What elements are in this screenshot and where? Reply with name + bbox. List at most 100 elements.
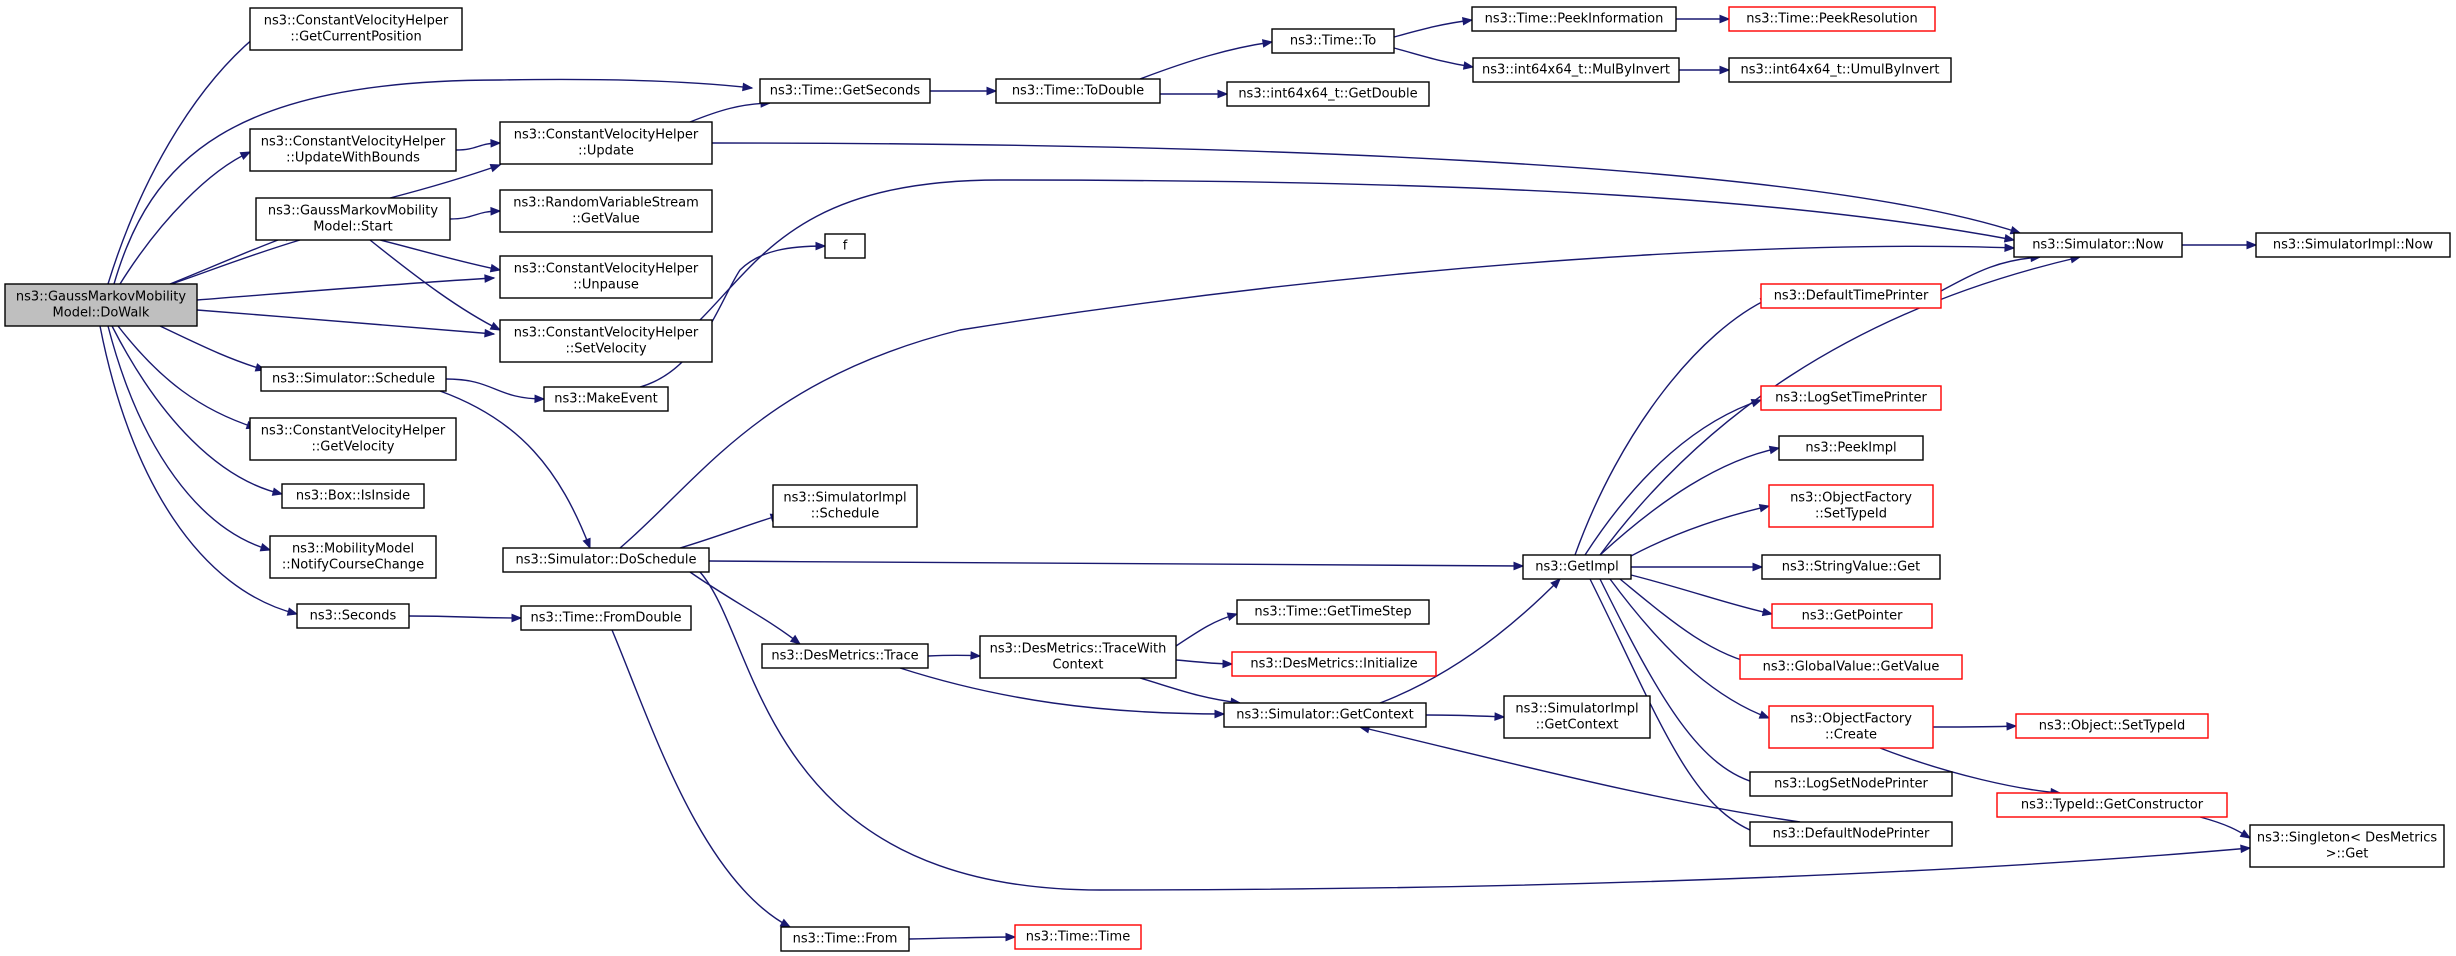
node-mulbyinv[interactable]: ns3::int64x64_t::MulByInvert: [1472, 57, 1680, 83]
node-box: [995, 78, 1161, 104]
node-rvs[interactable]: ns3::RandomVariableStream::GetValue: [499, 189, 713, 233]
node-isinside[interactable]: ns3::Box::IsInside: [281, 483, 425, 509]
node-simimplgetctx[interactable]: ns3::SimulatorImpl::GetContext: [1503, 695, 1651, 739]
node-simimplsched[interactable]: ns3::SimulatorImpl::Schedule: [772, 484, 918, 528]
node-box: [1471, 6, 1677, 32]
node-gvgetval[interactable]: ns3::GlobalValue::GetValue: [1739, 654, 1963, 680]
edge-dowalk-to-unpause: [196, 277, 495, 301]
node-label: ns3::MobilityModel: [292, 542, 414, 557]
arrowhead-start-to-setvel: [489, 321, 502, 331]
edge-getctx-to-getimpl: [1379, 578, 1561, 704]
node-label: ns3::DesMetrics::TraceWith: [990, 642, 1167, 657]
node-box: [824, 233, 866, 259]
node-schedule[interactable]: ns3::Simulator::Schedule: [260, 366, 447, 392]
node-dminit[interactable]: ns3::DesMetrics::Initialize: [1231, 651, 1437, 677]
node-ofsettype[interactable]: ns3::ObjectFactory::SetTypeId: [1768, 484, 1934, 528]
node-box: [499, 189, 713, 233]
edge-timeto-to-mulbyinv: [1393, 47, 1474, 68]
node-unpause[interactable]: ns3::ConstantVelocityHelper::Unpause: [499, 255, 713, 299]
node-label: ns3::DefaultTimePrinter: [1774, 289, 1929, 304]
node-box: [1231, 651, 1437, 677]
edge-seconds-to-fromdouble: [408, 615, 522, 619]
arrowhead-getctx-to-simimplgetctx: [1494, 712, 1506, 721]
arrowhead-dowalk-to-updbounds: [239, 151, 252, 161]
node-box: [260, 366, 447, 392]
arrowhead-peekinfo-to-peekres: [1719, 14, 1731, 24]
node-defnp[interactable]: ns3::DefaultNodePrinter: [1749, 821, 1953, 847]
node-box: [1014, 924, 1142, 950]
arrowhead-seconds-to-fromdouble: [511, 613, 523, 623]
node-update[interactable]: ns3::ConstantVelocityHelper::Update: [499, 121, 713, 165]
node-label: Model::DoWalk: [53, 306, 150, 321]
node-umulbyinv[interactable]: ns3::int64x64_t::UmulByInvert: [1728, 57, 1952, 83]
node-logsnp[interactable]: ns3::LogSetNodePrinter: [1749, 771, 1953, 797]
edge-dowalk-to-start: [169, 233, 295, 285]
node-label: ns3::Singleton< DesMetrics: [2257, 831, 2438, 846]
arrowhead-dowalk-to-notify: [259, 543, 272, 552]
node-notify[interactable]: ns3::MobilityModel::NotifyCourseChange: [269, 535, 437, 579]
node-i64getdouble[interactable]: ns3::int64x64_t::GetDouble: [1226, 81, 1430, 107]
node-label: ::GetContext: [1536, 718, 1619, 733]
node-simimplnow[interactable]: ns3::SimulatorImpl::Now: [2255, 232, 2451, 258]
arrowhead-getimpl-to-ofcreate: [1758, 710, 1771, 719]
node-peekres[interactable]: ns3::Time::PeekResolution: [1728, 6, 1936, 32]
node-getptr[interactable]: ns3::GetPointer: [1771, 603, 1933, 629]
node-box: [2015, 713, 2209, 739]
node-getimpl[interactable]: ns3::GetImpl: [1522, 554, 1632, 580]
node-peekinfo[interactable]: ns3::Time::PeekInformation: [1471, 6, 1677, 32]
node-peekimpl[interactable]: ns3::PeekImpl: [1778, 435, 1924, 461]
node-box: [499, 319, 713, 363]
node-label: f: [843, 239, 848, 254]
node-ofcreate[interactable]: ns3::ObjectFactory::Create: [1768, 705, 1934, 749]
node-getctx[interactable]: ns3::Simulator::GetContext: [1223, 702, 1427, 728]
node-label: ns3::DesMetrics::Initialize: [1250, 657, 1417, 672]
node-box: [1749, 821, 1953, 847]
node-fromdouble[interactable]: ns3::Time::FromDouble: [520, 605, 692, 631]
node-simnow[interactable]: ns3::Simulator::Now: [2013, 232, 2183, 258]
edge-fromdouble-to-timefrom: [611, 629, 791, 928]
node-timefrom[interactable]: ns3::Time::From: [780, 926, 910, 952]
node-getcurpos[interactable]: ns3::ConstantVelocityHelper::GetCurrentP…: [249, 7, 463, 51]
node-gettimestep[interactable]: ns3::Time::GetTimeStep: [1236, 599, 1430, 625]
node-label: ns3::Simulator::Schedule: [272, 372, 435, 387]
node-label: ns3::PeekImpl: [1805, 441, 1896, 456]
node-deftp[interactable]: ns3::DefaultTimePrinter: [1760, 283, 1942, 309]
node-objsettype[interactable]: ns3::Object::SetTypeId: [2015, 713, 2209, 739]
node-doschedule[interactable]: ns3::Simulator::DoSchedule: [502, 547, 710, 573]
node-logstp[interactable]: ns3::LogSetTimePrinter: [1760, 385, 1942, 411]
node-box: [1761, 554, 1941, 580]
node-label: Model::Start: [313, 220, 393, 235]
arrowhead-getimpl-to-peekimpl: [1768, 445, 1781, 455]
node-timeto[interactable]: ns3::Time::To: [1271, 28, 1395, 54]
node-getvel[interactable]: ns3::ConstantVelocityHelper::GetVelocity: [249, 417, 457, 461]
arrowhead-dowalk-to-seconds: [286, 607, 299, 616]
node-todouble[interactable]: ns3::Time::ToDouble: [995, 78, 1161, 104]
node-box: [499, 121, 713, 165]
node-timetime[interactable]: ns3::Time::Time: [1014, 924, 1142, 950]
node-box: [249, 417, 457, 461]
node-singleton[interactable]: ns3::Singleton< DesMetrics>::Get: [2249, 824, 2445, 868]
arrowhead-simnow-to-simimplnow: [2246, 240, 2258, 250]
node-box: [4, 283, 198, 327]
arrowhead-todouble-to-timeto: [1261, 39, 1274, 48]
edge-timeto-to-peekinfo: [1393, 19, 1473, 38]
edge-tracectx-to-gettimestep: [1175, 613, 1238, 647]
node-setvel[interactable]: ns3::ConstantVelocityHelper::SetVelocity: [499, 319, 713, 363]
node-trace[interactable]: ns3::DesMetrics::Trace: [761, 643, 929, 669]
node-seconds[interactable]: ns3::Seconds: [296, 603, 410, 629]
node-box: [1503, 695, 1651, 739]
node-label: ::SetVelocity: [565, 342, 646, 357]
edge-todouble-to-timeto: [1139, 41, 1273, 80]
node-f[interactable]: f: [824, 233, 866, 259]
node-label: ns3::ConstantVelocityHelper: [514, 262, 699, 277]
node-makeevent[interactable]: ns3::MakeEvent: [543, 386, 669, 412]
node-label: ns3::Box::IsInside: [296, 489, 410, 504]
node-strget[interactable]: ns3::StringValue::Get: [1761, 554, 1941, 580]
node-typeidgetctor[interactable]: ns3::TypeId::GetConstructor: [1996, 792, 2228, 818]
node-getseconds[interactable]: ns3::Time::GetSeconds: [759, 78, 931, 104]
node-updbounds[interactable]: ns3::ConstantVelocityHelper::UpdateWithB…: [249, 128, 457, 172]
node-label: Context: [1053, 658, 1104, 673]
